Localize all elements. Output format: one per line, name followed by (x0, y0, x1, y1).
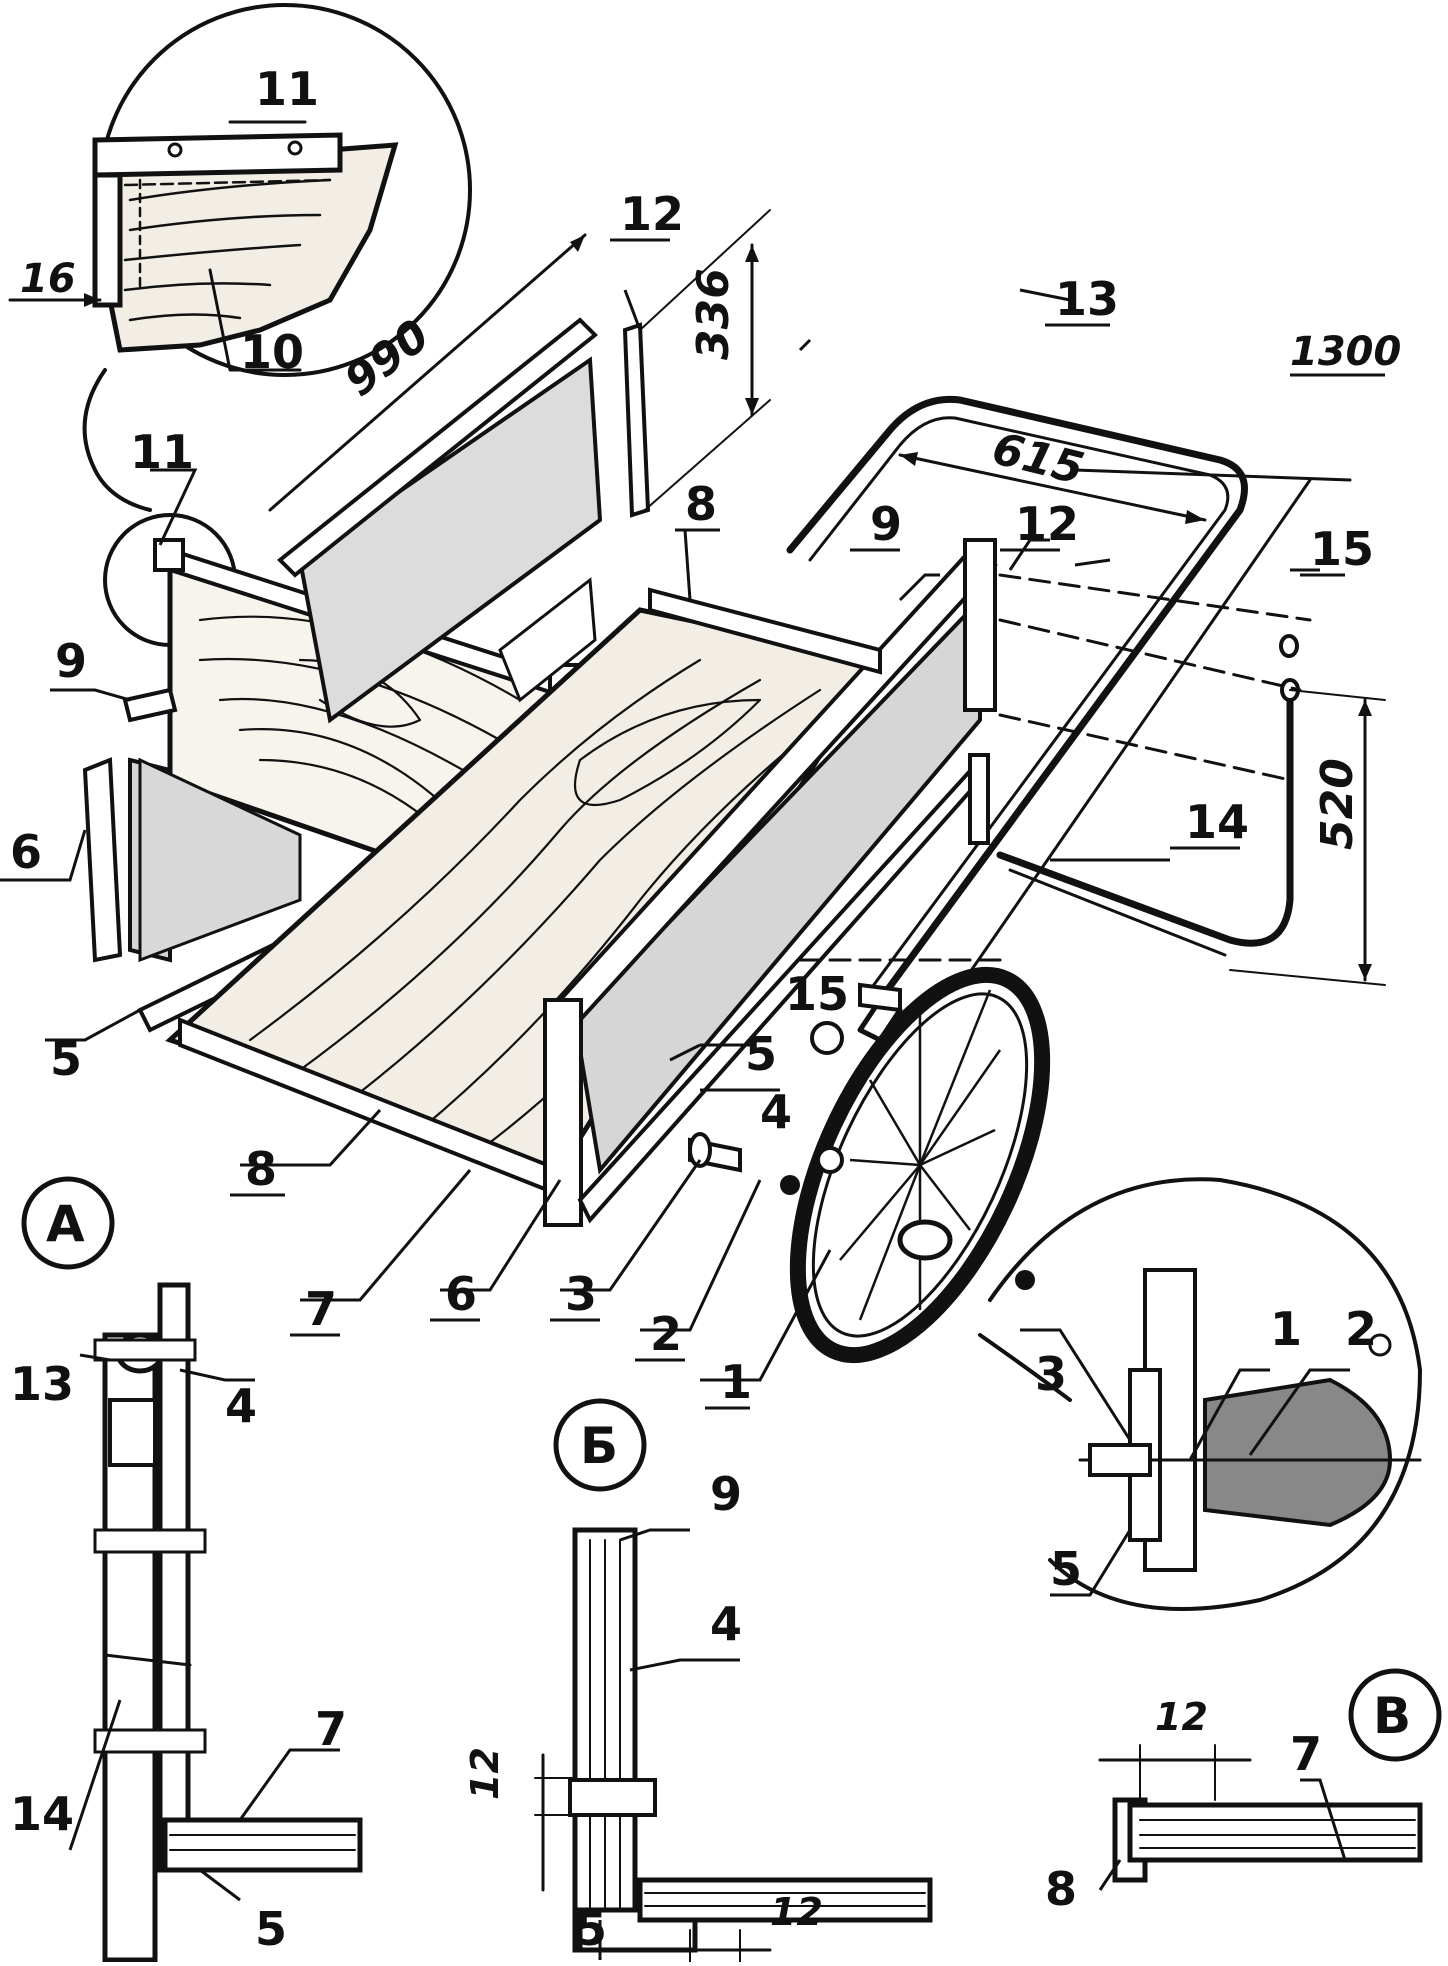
label-dim-615: 615 (987, 423, 1088, 495)
detail-circle-hub (978, 1177, 1422, 1611)
label-8-v: 8 (1045, 1862, 1077, 1916)
label-11-mid: 11 (130, 425, 194, 479)
label-underlines (230, 238, 1385, 1410)
label-14-a: 14 (10, 1787, 74, 1841)
wheel-1 (780, 966, 1051, 1364)
strip-9 (122, 687, 178, 723)
label-12-top: 12 (620, 187, 684, 241)
label-dim-990: 990 (335, 310, 439, 407)
back-rail-8 (648, 587, 882, 675)
axle-parts (688, 1021, 844, 1174)
label-9-right: 9 (870, 497, 902, 551)
section-v (1098, 1668, 1442, 1883)
label-6-mid: 6 (445, 1267, 477, 1321)
leader-lines (0, 288, 1350, 1960)
label-view-a: А (46, 1195, 85, 1253)
label-4-mid: 4 (760, 1085, 792, 1139)
label-3-mid: 3 (565, 1267, 597, 1321)
cap-11 (92, 132, 343, 178)
label-5-left: 5 (50, 1032, 82, 1086)
label-15-top: 15 (1310, 522, 1374, 576)
label-1-hub: 1 (1270, 1302, 1302, 1356)
label-14: 14 (1185, 795, 1249, 849)
label-5-a: 5 (255, 1902, 287, 1956)
label-4-b: 4 (710, 1597, 742, 1651)
label-view-v: В (1373, 1687, 1411, 1745)
label-5-mid: 5 (745, 1027, 777, 1081)
label-12-right: 12 (1015, 497, 1079, 551)
strip-12-top (622, 322, 651, 518)
label-15-mid: 15 (785, 967, 849, 1021)
label-2-mid: 2 (650, 1307, 682, 1361)
label-9-left: 9 (55, 634, 87, 688)
label-dim-336: 336 (688, 268, 739, 360)
section-b (534, 1398, 933, 1963)
label-7-v: 7 (1290, 1727, 1322, 1781)
label-8-top: 8 (685, 477, 717, 531)
label-dim-12-b-horiz: 12 (770, 1890, 823, 1934)
cap-11-leg (92, 172, 123, 308)
label-3-hub: 3 (1035, 1347, 1067, 1401)
label-13-a: 13 (10, 1357, 74, 1411)
label-5-hub: 5 (1050, 1542, 1082, 1596)
label-4-a: 4 (225, 1379, 257, 1433)
section-a (21, 1176, 363, 1963)
label-5-b: 5 (575, 1902, 607, 1956)
label-7: 7 (305, 1282, 337, 1336)
label-dim-12-v: 12 (1155, 1695, 1208, 1739)
label-dim-16: 16 (20, 256, 76, 302)
detail-circle-corner (8, 3, 472, 377)
label-1: 1 (720, 1355, 752, 1409)
label-10: 10 (240, 325, 304, 379)
strip-6 (82, 757, 123, 963)
label-9-b: 9 (710, 1467, 742, 1521)
label-2-hub: 2 (1345, 1302, 1377, 1356)
label-dim-12-b-vert: 12 (463, 1747, 507, 1800)
left-side-wall (277, 317, 603, 724)
handle-frame (786, 395, 1312, 1043)
label-8-bottom: 8 (245, 1142, 277, 1196)
label-view-b: Б (580, 1417, 618, 1475)
right-side-wall (543, 538, 998, 1227)
label-dim-520: 520 (1312, 758, 1363, 850)
label-7-a: 7 (315, 1702, 347, 1756)
label-dim-1300: 1300 (1290, 329, 1401, 375)
label-11-top: 11 (255, 62, 319, 116)
label-6-left: 6 (10, 825, 42, 879)
label-13: 13 (1055, 272, 1119, 326)
